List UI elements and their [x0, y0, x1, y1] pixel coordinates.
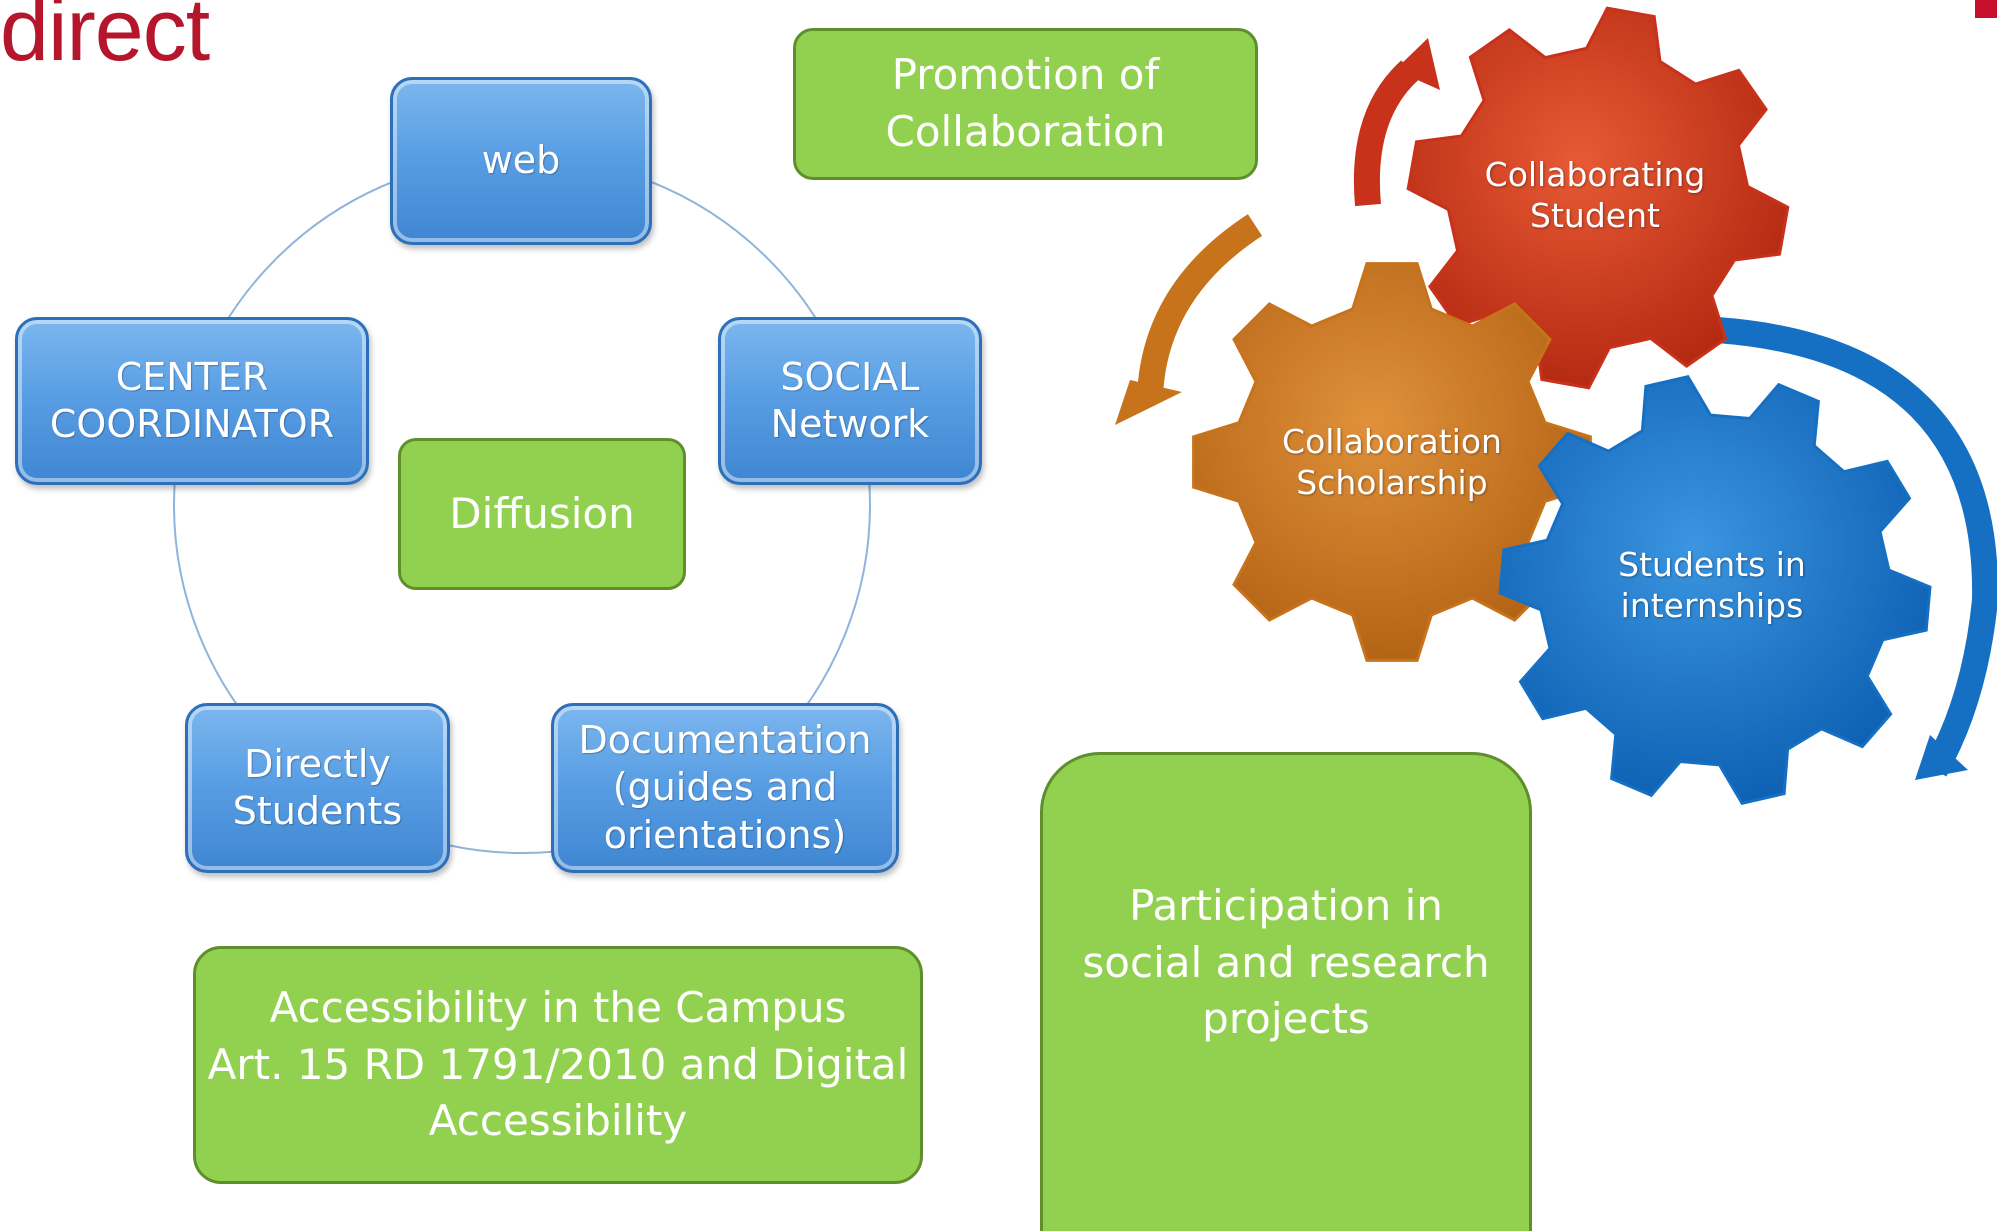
red-arrow-head: [1395, 38, 1440, 90]
center-diffusion: Diffusion: [398, 438, 686, 590]
node-center-coordinator: CENTER COORDINATOR: [15, 317, 369, 485]
gear-collaborating-student: [1406, 6, 1790, 390]
blue-curved-arrow: [1716, 317, 1997, 777]
gear-label-students-internships: Students in internships: [1618, 544, 1806, 625]
slide-title: direct: [0, 0, 210, 79]
blue-arrow-head: [1915, 735, 1968, 780]
promotion-box: Promotion of Collaboration: [793, 28, 1258, 180]
orange-curved-arrow: [1137, 214, 1263, 396]
gear-students-internships: [1498, 374, 1932, 806]
red-curved-arrow: [1353, 60, 1419, 207]
participation-box: Participation in social and research pro…: [1040, 752, 1532, 1231]
node-directly-students: Directly Students: [185, 703, 450, 873]
accessibility-box: Accessibility in the Campus Art. 15 RD 1…: [193, 946, 923, 1184]
gears-layer: [1192, 6, 1932, 806]
node-social-network: SOCIAL Network: [718, 317, 982, 485]
gear-label-collaborating-student: Collaborating Student: [1484, 154, 1706, 235]
gear-label-collaboration-scholarship: Collaboration Scholarship: [1282, 421, 1502, 502]
node-web: web: [390, 77, 652, 245]
corner-accent: [1975, 0, 1997, 18]
node-documentation: Documentation (guides and orientations): [551, 703, 899, 873]
orange-arrow-head: [1115, 380, 1182, 425]
